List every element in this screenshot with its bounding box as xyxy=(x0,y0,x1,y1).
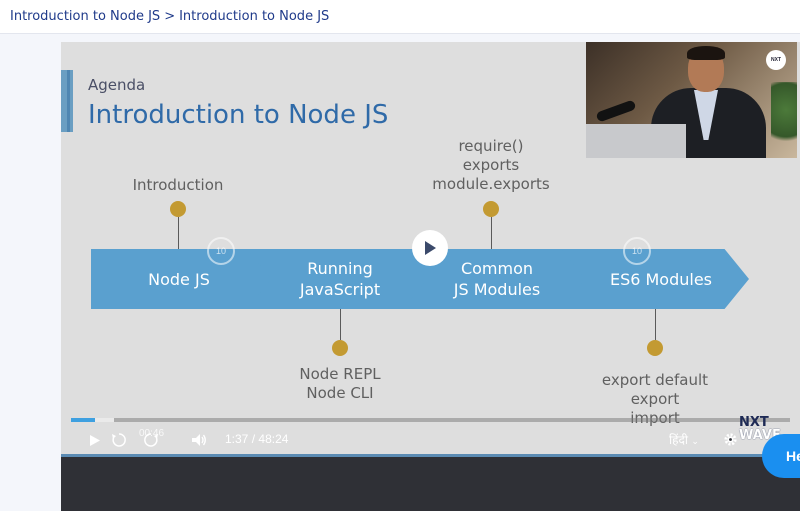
step-2-dot xyxy=(332,340,348,356)
player-controls: 00:46 1:37 / 48:24 हिंदी ⌄ xyxy=(61,414,800,454)
play-icon xyxy=(425,241,436,255)
center-play-button[interactable] xyxy=(412,230,448,266)
overlay-rewind-10-icon[interactable]: 10 xyxy=(207,237,235,265)
webcam-logo-icon: NXT xyxy=(766,50,786,70)
language-select[interactable]: हिंदी ⌄ xyxy=(669,432,699,449)
breadcrumb-separator: > xyxy=(164,9,176,24)
step-1-label: Node JS xyxy=(148,269,210,289)
presenter-hair xyxy=(687,46,725,60)
overlay-rewind-10-label: 10 xyxy=(215,246,226,256)
forward-10-icon[interactable] xyxy=(143,432,159,448)
volume-icon[interactable] xyxy=(191,433,207,447)
step-1-chevron xyxy=(91,249,277,309)
breadcrumb-topic: Introduction to Node JS xyxy=(179,9,330,24)
step-4-dot xyxy=(647,340,663,356)
language-label: हिंदी xyxy=(669,433,688,447)
overlay-forward-10-icon[interactable]: 10 xyxy=(623,237,651,265)
step-2-stem xyxy=(340,309,341,340)
webcam-plant xyxy=(771,82,797,152)
time-display: 1:37 / 48:24 xyxy=(225,432,288,446)
time-separator: / xyxy=(251,432,256,446)
step-1-stem xyxy=(178,217,179,249)
play-icon[interactable] xyxy=(89,434,101,447)
help-button[interactable]: He xyxy=(762,434,800,478)
overlay-forward-10-label: 10 xyxy=(631,246,642,256)
breadcrumb: Introduction to Node JS>Introduction to … xyxy=(10,9,329,24)
webcam-laptop xyxy=(586,124,686,158)
chevron-down-icon: ⌄ xyxy=(691,436,699,446)
video-frame[interactable]: Agenda Introduction to Node JS Introduct… xyxy=(61,42,800,454)
slide-title: Introduction to Node JS xyxy=(88,100,389,130)
slide-section-label: Agenda xyxy=(88,76,146,94)
progress-bar[interactable] xyxy=(71,418,790,422)
video-player[interactable]: Agenda Introduction to Node JS Introduct… xyxy=(61,42,800,511)
step-4-stem xyxy=(655,309,656,340)
duration: 48:24 xyxy=(258,432,289,446)
progress-played xyxy=(71,418,95,422)
step-3-annotation: require() exports module.exports xyxy=(432,137,550,193)
step-3-label: Common JS Modules xyxy=(453,259,541,299)
step-4-annotation: export default export import xyxy=(601,371,709,427)
rewind-10-icon[interactable] xyxy=(111,432,127,448)
step-1-dot xyxy=(170,201,186,217)
lower-accent-strip xyxy=(61,454,800,457)
breadcrumb-course-link[interactable]: Introduction to Node JS xyxy=(10,9,161,24)
step-2-label: Running JavaScript xyxy=(299,259,381,299)
top-bar: Introduction to Node JS>Introduction to … xyxy=(0,0,800,34)
step-4-chevron xyxy=(561,249,749,309)
step-1-annotation: Introduction xyxy=(132,176,224,194)
webcam-microphone xyxy=(595,99,637,123)
slide-accent-stripe xyxy=(67,70,70,132)
step-2-annotation: Node REPL Node CLI xyxy=(299,365,381,402)
step-4-label: ES6 Modules xyxy=(609,269,713,289)
hover-time-tooltip: 00:46 xyxy=(139,428,165,439)
step-2-chevron xyxy=(247,249,433,309)
current-time: 1:37 xyxy=(225,432,249,446)
presenter-webcam: NXT xyxy=(586,42,797,158)
step-3-dot xyxy=(483,201,499,217)
step-3-stem xyxy=(491,217,492,249)
gear-icon[interactable] xyxy=(723,432,738,447)
player-lower-area xyxy=(61,454,800,511)
